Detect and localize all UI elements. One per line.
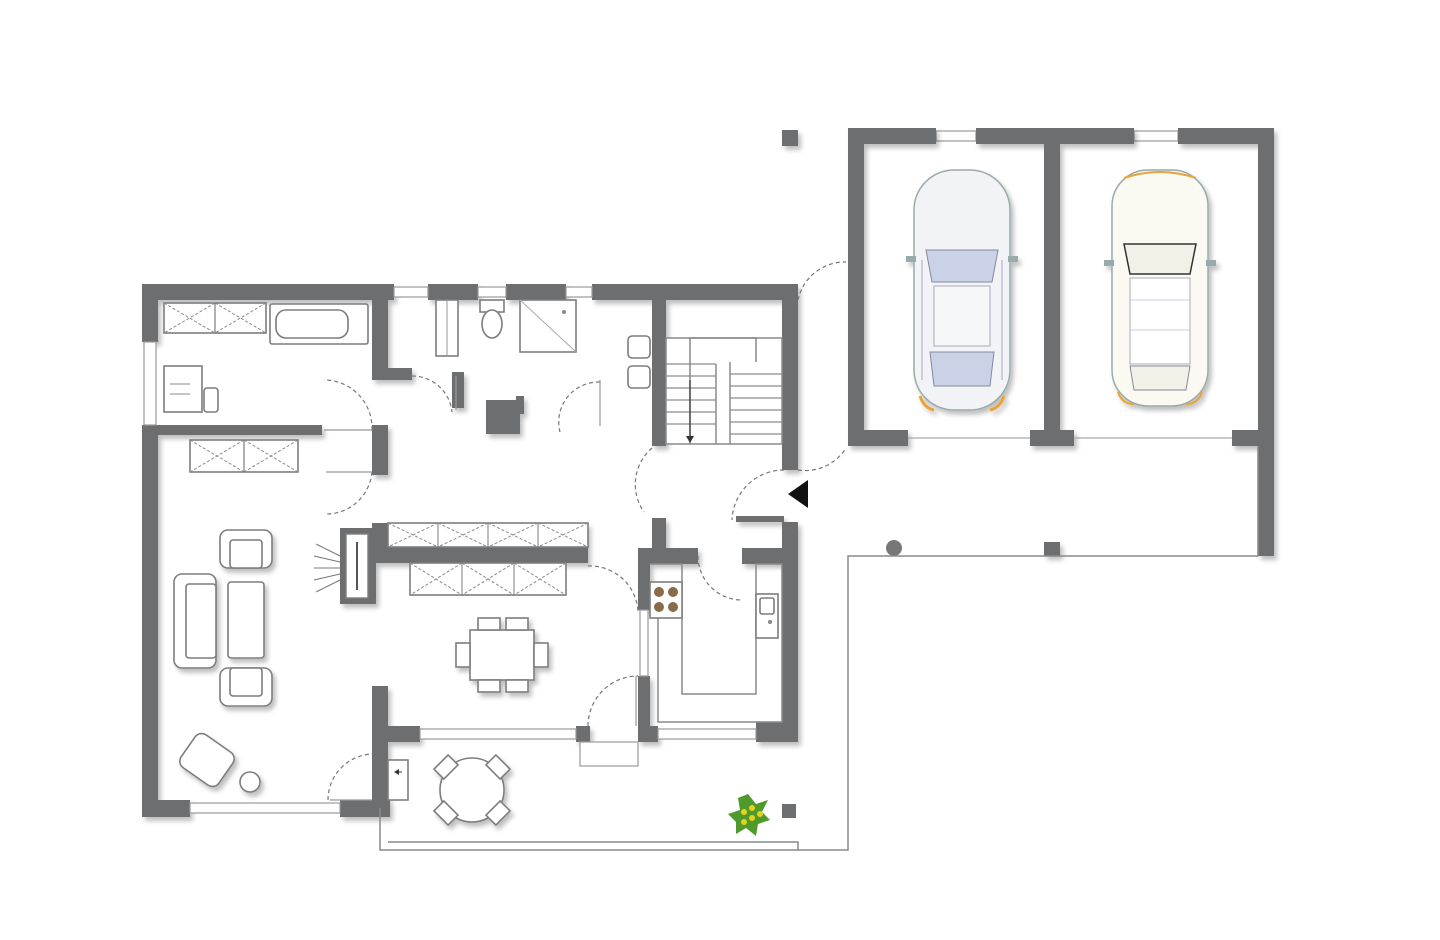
hatchback-car-icon bbox=[1104, 169, 1216, 407]
wall-stair-left bbox=[652, 300, 666, 446]
wall-kitchen-left-top bbox=[652, 518, 666, 548]
wall-utility-nub bbox=[372, 368, 412, 380]
lounge-chair bbox=[179, 732, 235, 788]
door-terrace bbox=[587, 675, 639, 727]
wall-top-mid3 bbox=[506, 284, 566, 300]
wall-right-lower bbox=[782, 522, 798, 742]
wall-kitchen-left-low bbox=[638, 676, 650, 742]
window-top-wc bbox=[393, 286, 429, 298]
driveway-outline bbox=[798, 446, 1259, 851]
living-room-furniture bbox=[173, 529, 273, 793]
arrow-down-icon bbox=[686, 436, 694, 443]
burner-3-icon bbox=[654, 602, 664, 612]
sedan-car-icon bbox=[906, 169, 1018, 412]
window-bay bbox=[579, 741, 639, 767]
door-garage-bottom bbox=[797, 447, 847, 472]
wall-utility-door bbox=[372, 425, 388, 475]
window-kitchen-side bbox=[639, 609, 649, 677]
wall-hall-stub bbox=[736, 516, 784, 522]
burner-4-icon bbox=[668, 602, 678, 612]
window-garage-2 bbox=[1133, 130, 1179, 142]
triangle-icon bbox=[788, 480, 808, 508]
garage-post bbox=[1044, 542, 1060, 556]
wall-bath-nub bbox=[516, 396, 524, 414]
windows bbox=[143, 130, 1179, 814]
burner-2-icon bbox=[668, 587, 678, 597]
plant-icon bbox=[728, 794, 770, 836]
side-table bbox=[239, 771, 261, 793]
garage-pillar bbox=[782, 130, 798, 146]
terrace-door-frame bbox=[387, 759, 409, 801]
desk bbox=[163, 365, 203, 413]
toilet-icon bbox=[481, 309, 503, 339]
door-wc bbox=[411, 375, 453, 413]
window-south-dining bbox=[419, 728, 577, 740]
wall-south-mid bbox=[576, 726, 590, 742]
wall-right-upper bbox=[782, 284, 798, 470]
door-utility bbox=[323, 379, 373, 431]
window-south-kitchen bbox=[657, 728, 757, 740]
door-living-hall bbox=[325, 471, 373, 515]
door-dining bbox=[587, 565, 639, 613]
wall-kitchen-top-left bbox=[638, 548, 698, 564]
wall-bottom-mid bbox=[340, 800, 390, 817]
hob bbox=[649, 581, 683, 619]
wall-utility-bottom bbox=[158, 425, 322, 435]
coffee-table bbox=[227, 581, 265, 659]
terrace-post bbox=[782, 804, 796, 818]
utility-cabinets bbox=[163, 302, 369, 413]
window-garage-1 bbox=[935, 130, 977, 142]
wall-wc-low bbox=[486, 400, 520, 434]
window-top-bath2 bbox=[565, 286, 593, 298]
door-living-terrace bbox=[327, 753, 373, 801]
window-top-bath bbox=[477, 286, 507, 298]
wall-top-left bbox=[142, 284, 388, 300]
wall-south-stub bbox=[372, 686, 388, 742]
wall-utility-right bbox=[372, 284, 388, 380]
garden-light-icon bbox=[886, 540, 902, 556]
door-entrance bbox=[731, 469, 785, 521]
wall-top-mid2 bbox=[428, 284, 478, 300]
door-hall-stair bbox=[634, 447, 653, 513]
sink-1-icon bbox=[627, 335, 651, 359]
staircase bbox=[665, 337, 783, 445]
kitchen bbox=[649, 563, 783, 723]
wall-stair-corner bbox=[652, 426, 666, 446]
wc-fixtures bbox=[435, 299, 651, 389]
door-bath bbox=[558, 381, 601, 433]
wall-kitchen-top-right bbox=[742, 548, 798, 564]
window-bottom-living bbox=[189, 802, 341, 814]
house-walls bbox=[142, 284, 798, 817]
terrace bbox=[379, 753, 799, 851]
wardrobe-living bbox=[189, 439, 299, 473]
dining-table bbox=[469, 629, 535, 681]
door-kitchen bbox=[697, 555, 743, 601]
doors bbox=[323, 261, 847, 801]
wall-top-right bbox=[592, 284, 798, 300]
wall-terrace-post bbox=[372, 742, 388, 804]
wall-left-upper bbox=[142, 284, 158, 342]
fireplace-rays bbox=[313, 543, 341, 593]
sink-2-icon bbox=[627, 365, 651, 389]
burner-1-icon bbox=[654, 587, 664, 597]
arrow-left-icon bbox=[394, 769, 399, 775]
wall-top-mid bbox=[388, 284, 394, 300]
wall-kitchen-left bbox=[638, 548, 650, 610]
garage-walls bbox=[782, 128, 1274, 556]
door-garage-side bbox=[797, 261, 847, 301]
round-table-set bbox=[432, 753, 512, 827]
wall-south-kitchen bbox=[756, 722, 798, 742]
wall-bottom-left bbox=[142, 800, 190, 817]
wall-left-lower bbox=[142, 425, 158, 817]
hall-cabinets bbox=[387, 522, 589, 596]
dining-set bbox=[455, 617, 549, 693]
window-left-utility bbox=[143, 341, 157, 426]
desk-chair bbox=[203, 387, 219, 413]
wall-wc-left bbox=[452, 372, 464, 408]
